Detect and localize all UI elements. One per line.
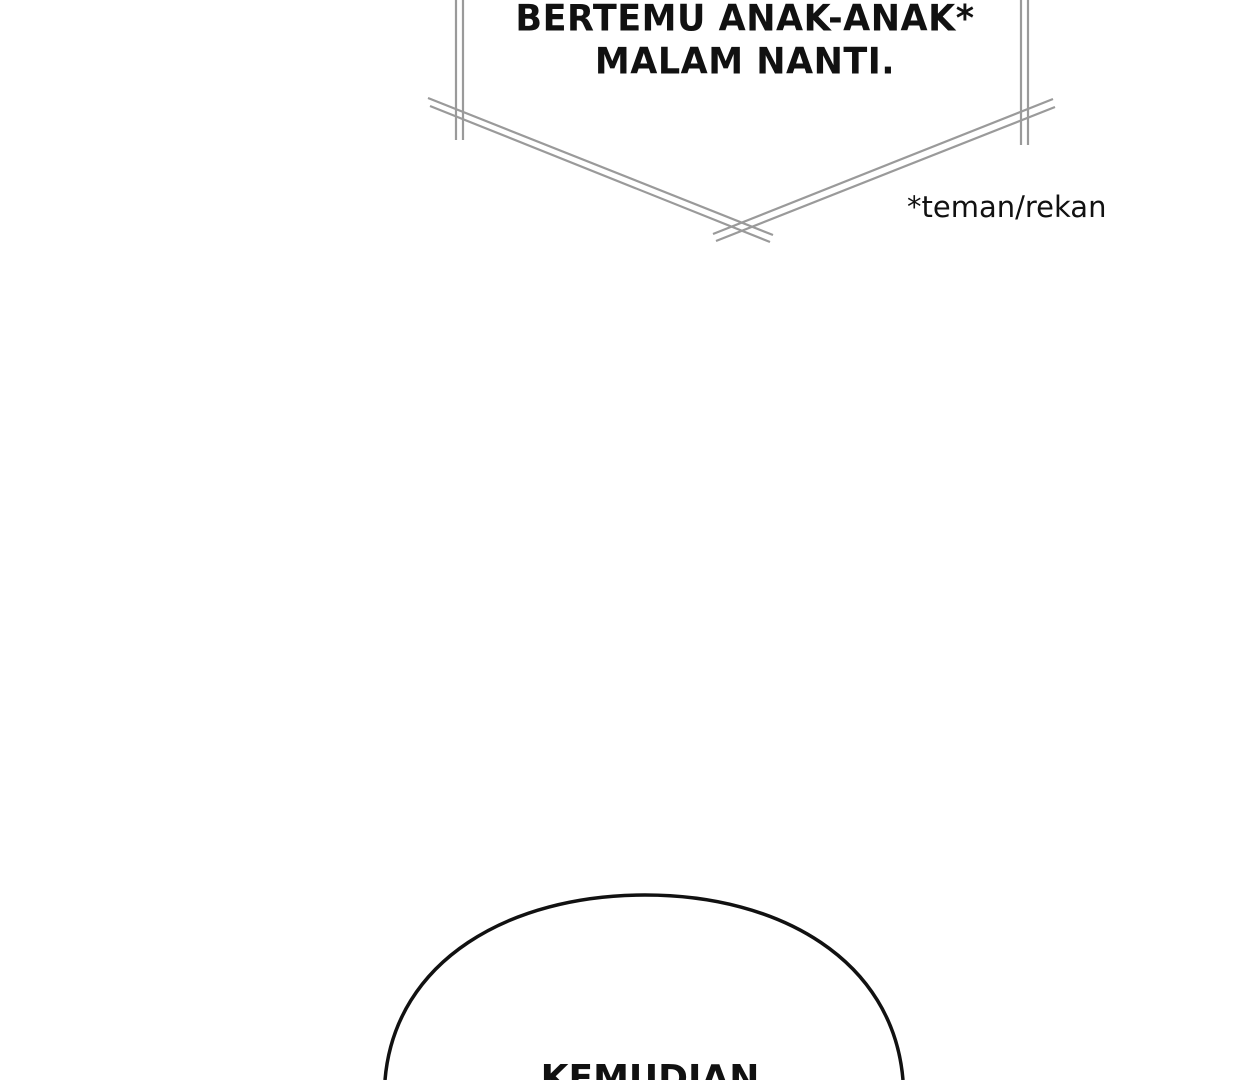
speech-bubble-outline [383,893,905,1080]
narration-text: BERTEMU ANAK-ANAK* MALAM NANTI. [505,0,985,84]
speech-bubble-text: KEMUDIAN [540,1058,760,1080]
translation-footnote: *teman/rekan [907,190,1107,224]
narration-line-2: MALAM NANTI. [594,41,896,83]
narration-line-1: BERTEMU ANAK-ANAK* [515,0,975,40]
narration-box-border [427,0,1056,244]
